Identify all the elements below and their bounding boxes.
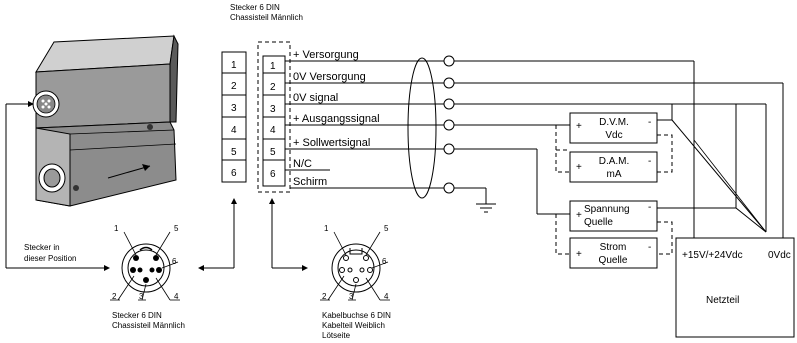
female-pin-6: 6 xyxy=(270,169,276,180)
din-male-connector-diagram: 1 5 6 2 3 4 xyxy=(110,224,180,301)
female-pin-4: 4 xyxy=(270,125,276,136)
signal-label-ausgangssignal: + Ausgangssignal xyxy=(293,113,380,125)
female-circle-pin-5: 5 xyxy=(384,224,389,233)
bottom-left-label-line1: Stecker 6 DIN xyxy=(112,311,162,320)
terminal-icon xyxy=(443,182,455,194)
terminal-icon xyxy=(443,55,455,67)
signal-label-0v-signal: 0V signal xyxy=(293,92,338,104)
stecker-position-arrow xyxy=(5,101,110,271)
terminal-icon xyxy=(443,98,455,110)
strom-plus: + xyxy=(576,249,582,260)
dam-minus: - xyxy=(648,156,651,167)
male-pin-4: 4 xyxy=(231,125,237,136)
signal-label-schirm: Schirm xyxy=(293,176,327,188)
female-circle-pin-3: 3 xyxy=(349,292,354,301)
connector-top-line1: Stecker 6 DIN xyxy=(230,3,280,12)
dvm-plus: + xyxy=(576,121,582,132)
dvm-label: D.V.M. xyxy=(599,117,629,128)
signal-wires xyxy=(285,60,784,240)
screw-icon xyxy=(147,124,153,130)
dvm-unit: Vdc xyxy=(605,130,622,141)
netzteil-zero-voltage: 0Vdc xyxy=(768,250,791,261)
spannung-quelle-device: + - Spannung Quelle xyxy=(569,200,658,232)
female-circle-pin-6: 6 xyxy=(382,257,387,266)
strom-quelle-device: + - Strom Quelle xyxy=(569,237,658,269)
spannung-label: Spannung xyxy=(584,204,630,215)
signal-label-sollwertsignal: + Sollwertsignal xyxy=(293,137,370,149)
signal-label-0v-versorgung: 0V Versorgung xyxy=(293,71,366,83)
male-circle-pin-4: 4 xyxy=(174,292,179,301)
connector-female-pin-column: 1 2 3 4 5 6 xyxy=(257,41,291,193)
connector-top-line2: Chassisteil Männlich xyxy=(230,13,303,22)
cable-bundle-icon xyxy=(407,57,437,199)
dam-plus: + xyxy=(576,162,582,173)
male-circle-pin-2: 2 xyxy=(112,292,117,301)
flow-meter-device xyxy=(32,34,179,207)
female-circle-pin-2: 2 xyxy=(322,292,327,301)
netzteil-plus-voltage: +15V/+24Vdc xyxy=(682,250,743,261)
male-pin-2: 2 xyxy=(231,81,237,92)
din-female-connector-diagram: 1 5 6 2 3 4 xyxy=(320,224,390,301)
male-circle-pin-6: 6 xyxy=(172,257,177,266)
strom-quelle: Quelle xyxy=(599,255,628,266)
netzteil-box: +15V/+24Vdc 0Vdc Netzteil xyxy=(675,237,795,338)
stecker-position-line1: Stecker in xyxy=(24,243,60,252)
male-pin-6: 6 xyxy=(231,168,237,179)
spannung-plus: + xyxy=(576,210,582,221)
male-circle-pin-1: 1 xyxy=(114,224,119,233)
bottom-right-label-line3: Lötseite xyxy=(322,331,351,340)
female-circle-pin-4: 4 xyxy=(384,292,389,301)
netzteil-label: Netzteil xyxy=(706,295,739,306)
flow-arrow-icon xyxy=(107,165,151,179)
dvm-device: + - D.V.M. Vdc xyxy=(569,112,658,144)
dam-device: + - D.A.M. mA xyxy=(569,151,658,183)
terminal-circles xyxy=(443,55,455,194)
female-pin-2: 2 xyxy=(270,82,276,93)
female-circle-pin-1: 1 xyxy=(324,224,329,233)
bottom-right-label-line2: Kabelteil Weiblich xyxy=(322,321,385,330)
male-circle-pin-5: 5 xyxy=(174,224,179,233)
female-pin-1: 1 xyxy=(270,61,276,72)
strom-minus: - xyxy=(648,242,651,253)
terminal-icon xyxy=(443,119,455,131)
male-pin-1: 1 xyxy=(231,60,237,71)
female-pin-3: 3 xyxy=(270,104,276,115)
dam-label: D.A.M. xyxy=(599,156,630,167)
bottom-right-label-line1: Kabelbuchse 6 DIN xyxy=(322,311,391,320)
strom-label: Strom xyxy=(600,242,627,253)
terminal-icon xyxy=(443,143,455,155)
signal-label-versorgung: + Versorgung xyxy=(293,49,359,61)
dam-unit: mA xyxy=(607,169,622,180)
signal-label-nc: N/C xyxy=(293,158,312,170)
male-pin-5: 5 xyxy=(231,147,237,158)
spannung-quelle: Quelle xyxy=(584,217,613,228)
male-circle-pin-3: 3 xyxy=(139,292,144,301)
stecker-position-line2: dieser Position xyxy=(24,254,76,263)
screw-icon xyxy=(73,185,79,191)
female-pin-5: 5 xyxy=(270,147,276,158)
connector-male-pin-column: 1 2 3 4 5 6 xyxy=(221,51,247,183)
male-pin-3: 3 xyxy=(231,103,237,114)
bottom-left-label-line2: Chassisteil Männlich xyxy=(112,321,185,330)
dvm-minus: - xyxy=(648,117,651,128)
spannung-minus: - xyxy=(648,202,651,213)
terminal-icon xyxy=(443,77,455,89)
